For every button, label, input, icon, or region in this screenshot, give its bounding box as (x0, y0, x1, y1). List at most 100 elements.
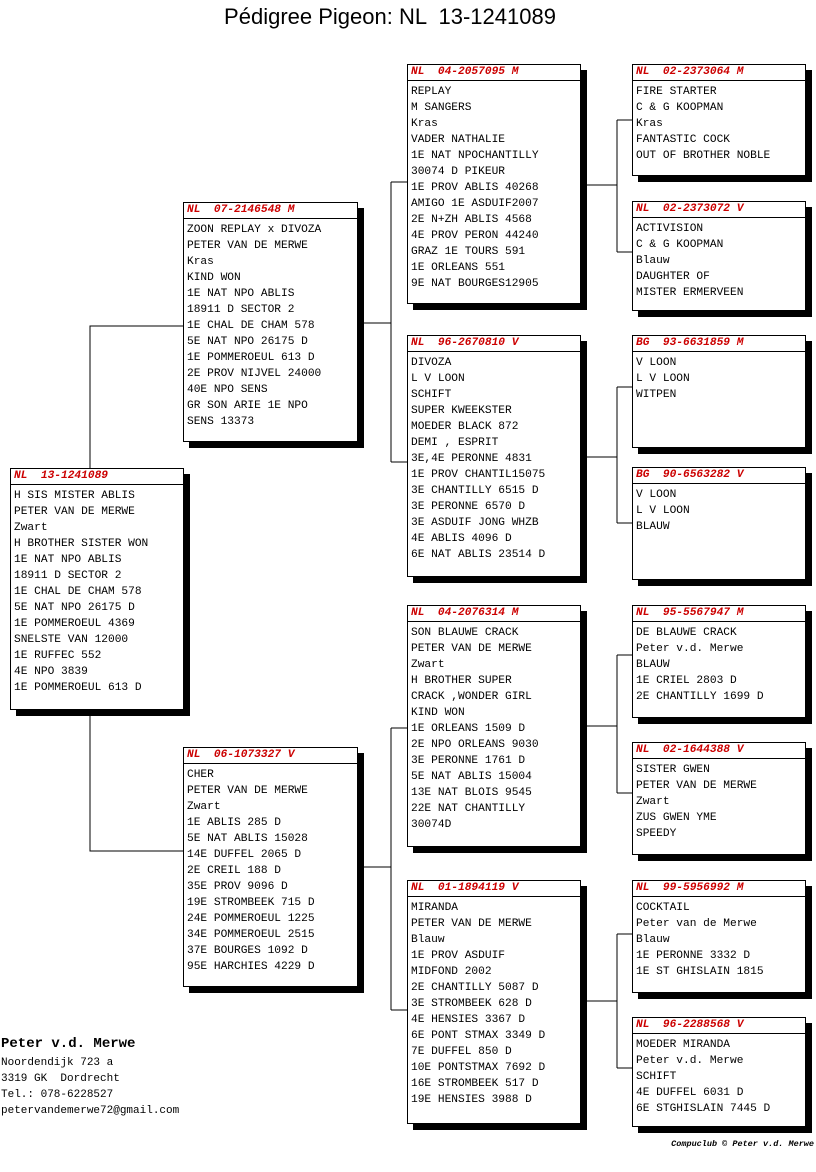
pigeon-detail-line: 4E NPO 3839 (14, 666, 88, 678)
pigeon-detail-line: 6E STGHISLAIN 7445 D (636, 1103, 771, 1115)
pigeon-detail-line: DIVOZA (411, 357, 452, 369)
ring-number: NL 02-1644388 V (633, 743, 805, 759)
pigeon-detail-line: 1E PROV CHANTIL15075 (411, 469, 546, 481)
pigeon-detail-line: 2E CREIL 188 D (187, 865, 281, 877)
pigeon-detail-line: 1E NAT NPOCHANTILLY (411, 150, 539, 162)
ring-number: NL 13-1241089 (11, 469, 183, 485)
pigeon-detail-line: SENS 13373 (187, 416, 255, 428)
ring-number: NL 06-1073327 V (184, 748, 357, 764)
pigeon-detail-line: MISTER ERMERVEEN (636, 287, 744, 299)
pigeon-detail-line: 1E CHAL DE CHAM 578 (14, 586, 142, 598)
pigeon-detail-line: 1E ORLEANS 1509 D (411, 723, 526, 735)
ring-number: NL 96-2670810 V (408, 336, 580, 352)
pigeon-detail-line: 10E PONTSTMAX 7692 D (411, 1062, 546, 1074)
pigeon-detail-line: 2E PROV NIJVEL 24000 (187, 368, 322, 380)
pigeon-detail-line: KIND WON (187, 272, 241, 284)
pigeon-detail-line: C & G KOOPMAN (636, 239, 724, 251)
pigeon-detail-line: BLAUW (636, 521, 670, 533)
pigeon-detail-line: M SANGERS (411, 102, 472, 114)
owner-email: petervandemerwe72@gmail.com (1, 1105, 180, 1117)
pigeon-detail-line: 1E NAT NPO ABLIS (187, 288, 295, 300)
ring-number: NL 04-2076314 M (408, 606, 580, 622)
pigeon-detail-line: GRAZ 1E TOURS 591 (411, 246, 526, 258)
pigeon-detail-line: 1E RUFFEC 552 (14, 650, 102, 662)
ring-number: NL 96-2288568 V (633, 1018, 805, 1034)
pigeon-detail-line: 6E PONT STMAX 3349 D (411, 1030, 546, 1042)
owner-phone: Tel.: 078-6228527 (1, 1089, 114, 1101)
pigeon-detail-line: REPLAY (411, 86, 452, 98)
pigeon-detail-line: KIND WON (411, 707, 465, 719)
pigeon-detail-line: DE BLAUWE CRACK (636, 627, 737, 639)
pigeon-detail-line: 7E DUFFEL 850 D (411, 1046, 512, 1058)
pigeon-detail-line: C & G KOOPMAN (636, 102, 724, 114)
pigeon-detail-line: VADER NATHALIE (411, 134, 505, 146)
pigeon-detail-line: 1E CRIEL 2803 D (636, 675, 737, 687)
pigeon-detail-line: 13E NAT BLOIS 9545 (411, 787, 532, 799)
ring-number: BG 90-6563282 V (633, 468, 805, 484)
pigeon-detail-line: 4E DUFFEL 6031 D (636, 1087, 744, 1099)
pigeon-detail-line: 5E NAT ABLIS 15028 (187, 833, 308, 845)
pigeon-detail-line: Blauw (636, 934, 670, 946)
pigeon-detail-line: Zwart (411, 659, 445, 671)
pigeon-detail-line: L V LOON (636, 373, 690, 385)
pigeon-detail-line: 16E STROMBEEK 517 D (411, 1078, 539, 1090)
pigeon-detail-line: ZUS GWEN YME (636, 812, 717, 824)
pigeon-detail-line: 40E NPO SENS (187, 384, 268, 396)
pigeon-detail-line: CHER (187, 769, 214, 781)
pigeon-detail-line: 4E HENSIES 3367 D (411, 1014, 526, 1026)
pigeon-detail-line: FIRE STARTER (636, 86, 717, 98)
pigeon-detail-line: 3E,4E PERONNE 4831 (411, 453, 532, 465)
pigeon-detail-line: 1E ST GHISLAIN 1815 (636, 966, 764, 978)
pigeon-detail-line: 3E PERONNE 1761 D (411, 755, 526, 767)
pigeon-detail-line: SNELSTE VAN 12000 (14, 634, 129, 646)
pigeon-detail-line: 14E DUFFEL 2065 D (187, 849, 302, 861)
pigeon-detail-line: 5E NAT ABLIS 15004 (411, 771, 532, 783)
pigeon-detail-line: 19E HENSIES 3988 D (411, 1094, 532, 1106)
pigeon-detail-line: 1E POMMEROEUL 613 D (187, 352, 315, 364)
pigeon-detail-line: SCHIFT (411, 389, 452, 401)
ring-number: BG 93-6631859 M (633, 336, 805, 352)
pigeon-detail-line: 1E ABLIS 285 D (187, 817, 281, 829)
pigeon-detail-line: MIRANDA (411, 902, 458, 914)
pigeon-detail-line: COCKTAIL (636, 902, 690, 914)
pigeon-detail-line: Peter van de Merwe (636, 918, 757, 930)
owner-address-line: Noordendijk 723 a (1, 1057, 114, 1069)
pigeon-detail-line: 2E NPO ORLEANS 9030 (411, 739, 539, 751)
pigeon-detail-line: H BROTHER SISTER WON (14, 538, 149, 550)
pigeon-detail-line: PETER VAN DE MERWE (187, 240, 308, 252)
pigeon-detail-line: FANTASTIC COCK (636, 134, 730, 146)
ring-number: NL 02-2373072 V (633, 202, 805, 218)
pigeon-detail-line: 1E PERONNE 3332 D (636, 950, 751, 962)
pigeon-detail-line: DEMI , ESPRIT (411, 437, 499, 449)
pigeon-detail-line: SPEEDY (636, 828, 677, 840)
pigeon-detail-line: V LOON (636, 357, 677, 369)
pigeon-detail-line: Blauw (636, 255, 670, 267)
pigeon-detail-line: ZOON REPLAY x DIVOZA (187, 224, 322, 236)
pigeon-detail-line: MIDFOND 2002 (411, 966, 492, 978)
pigeon-detail-line: 2E CHANTILLY 1699 D (636, 691, 764, 703)
pigeon-detail-line: PETER VAN DE MERWE (411, 643, 532, 655)
ring-number: NL 99-5956992 M (633, 881, 805, 897)
pigeon-detail-line: PETER VAN DE MERWE (14, 506, 135, 518)
pigeon-detail-line: Kras (636, 118, 663, 130)
ring-number: NL 01-1894119 V (408, 881, 580, 897)
pigeon-detail-line: 1E PROV ASDUIF (411, 950, 505, 962)
pigeon-detail-line: H BROTHER SUPER (411, 675, 512, 687)
